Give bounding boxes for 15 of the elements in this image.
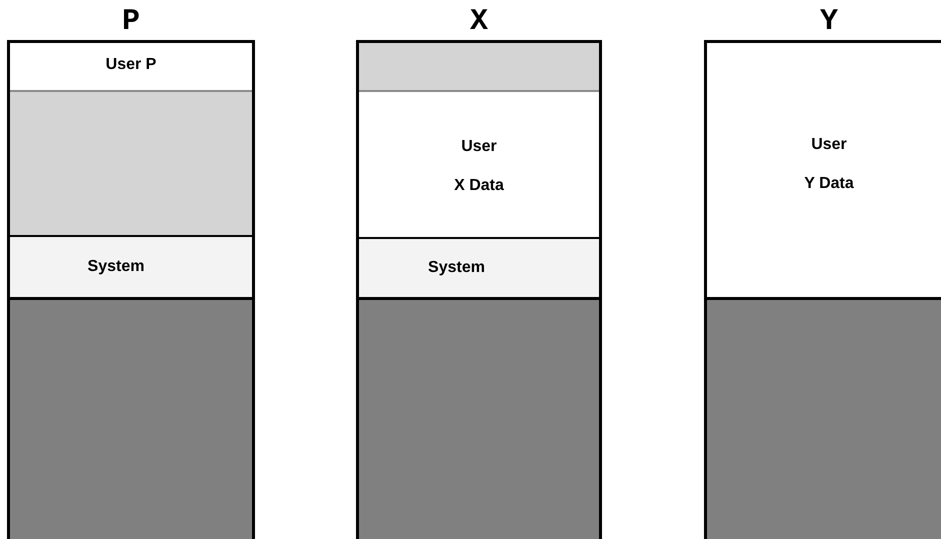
column-title: P [122,6,140,38]
region-label: System [428,258,485,278]
column-title: X [470,6,488,38]
region-label: Y Data [804,174,854,194]
region-label: User [811,135,847,155]
region-label: X Data [454,176,504,196]
region-label: User P [106,55,156,75]
column-title: Y [820,6,838,38]
empty-region [10,297,252,539]
memory-region [10,235,252,297]
empty-region [359,43,599,90]
region-label: User [461,137,497,157]
region-label: System [88,257,144,277]
empty-region [10,90,252,235]
memory-region [359,237,599,297]
